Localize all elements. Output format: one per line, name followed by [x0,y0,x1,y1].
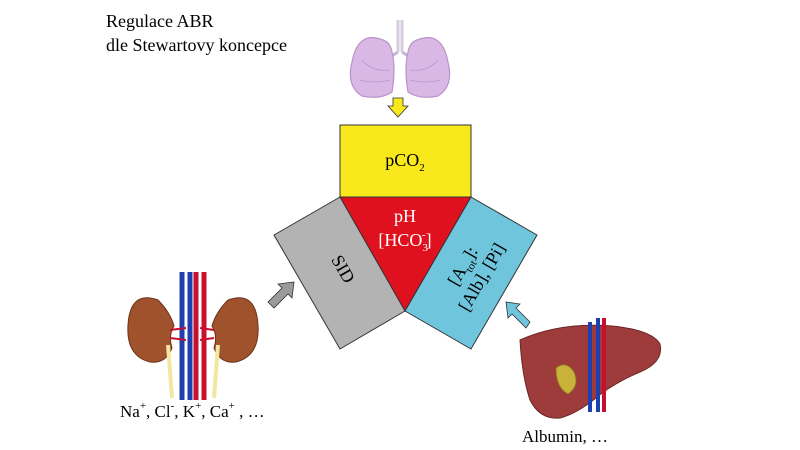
ph-triangle: pH [HCO3-] [339,196,472,313]
pco2-box: pCO2 [339,124,472,198]
liver-label: Albumin, … [522,427,608,446]
kidneys-icon [127,272,259,400]
liver-arrow [505,301,531,329]
ph-label: pH [394,206,416,226]
lungs-icon [349,20,451,98]
title-line-2: dle Stewartovy koncepce [106,35,287,55]
title-line-1: Regulace ABR [106,11,213,31]
sid-box: SID [273,196,406,350]
liver-icon [519,318,662,419]
pco2-label: pCO2 [385,150,425,174]
atot-label: [Atot]: [444,243,486,291]
hco3-label: [HCO3-] [378,229,431,254]
diagram-title: Regulace ABR dle Stewartovy koncepce [106,11,287,55]
lung-arrow [387,97,409,118]
kidney-arrow [267,281,295,309]
kidney-ions-label: Na+, Cl-, K+, Ca+ , … [120,400,265,421]
